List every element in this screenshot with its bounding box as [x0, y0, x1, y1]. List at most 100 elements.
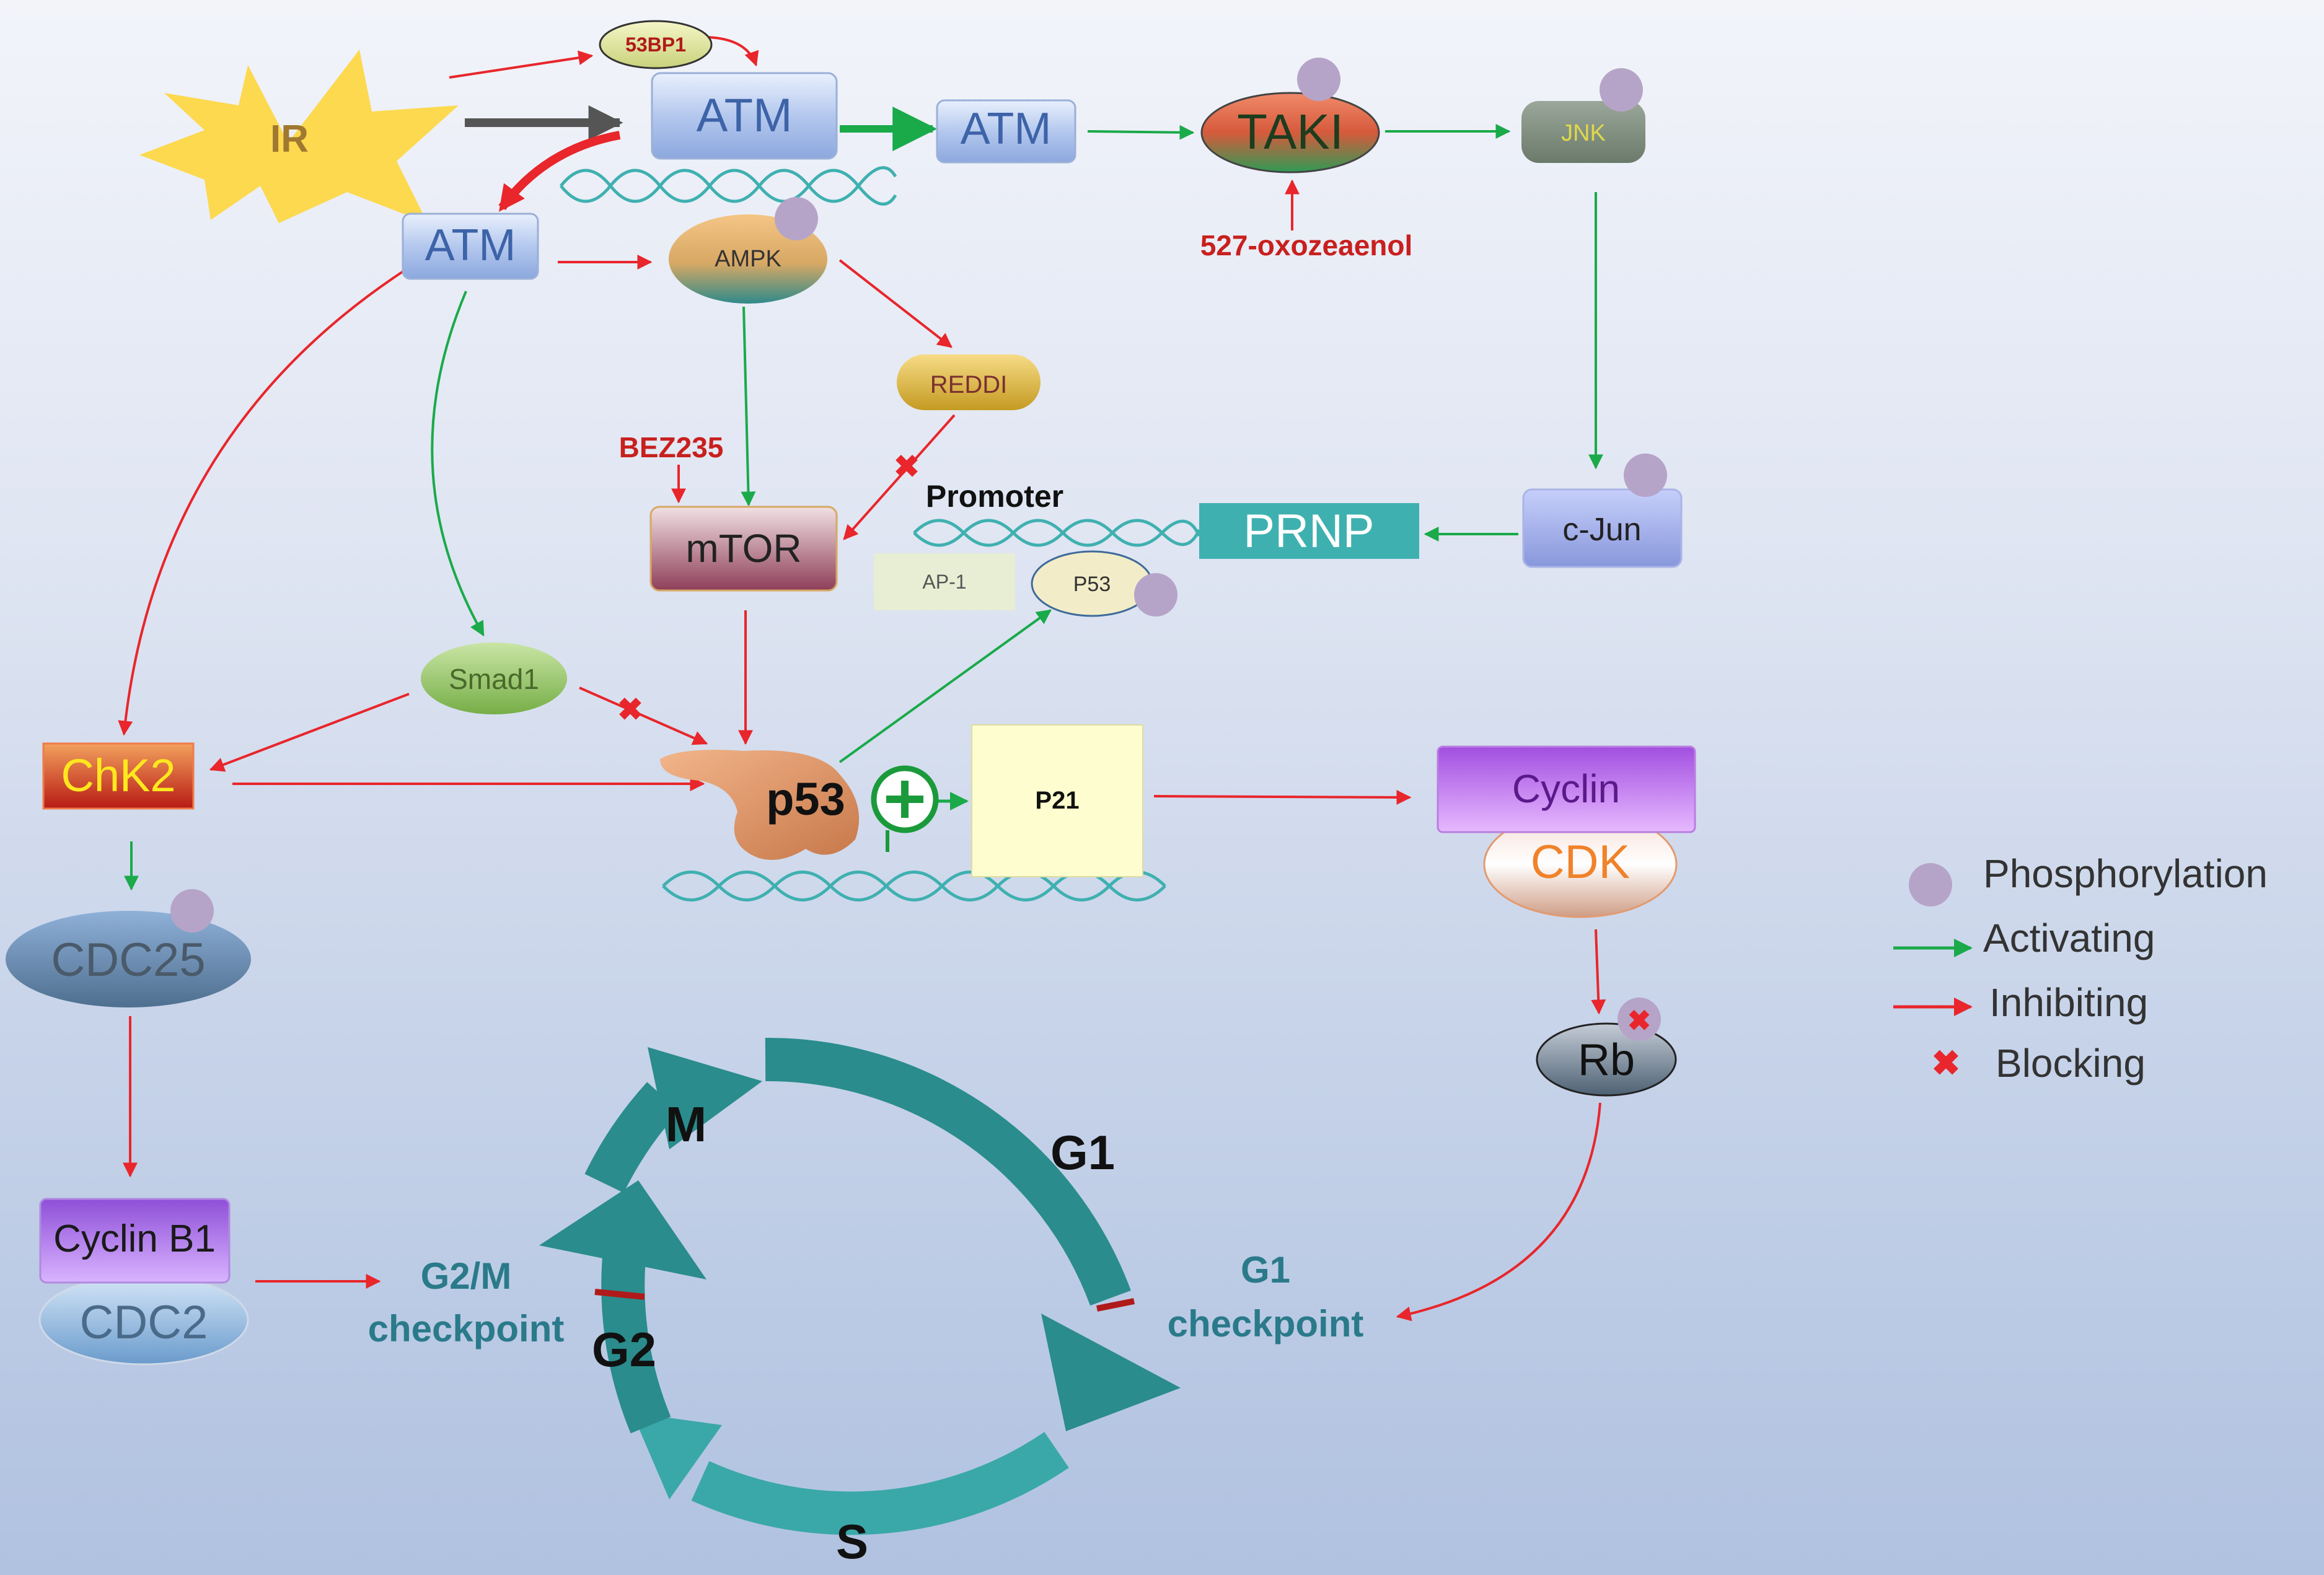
- promoter-label: Promoter: [926, 479, 1063, 514]
- arrow-atm-smad1: [431, 291, 485, 637]
- g2m-checkpoint-line2: checkpoint: [368, 1308, 565, 1349]
- dna-helix-promoter: [913, 519, 1201, 547]
- prnp-node: PRNP: [1199, 503, 1419, 559]
- smad1-label: Smad1: [449, 663, 539, 695]
- phospho-icon: [1134, 573, 1177, 616]
- phospho-icon: [1297, 58, 1340, 101]
- plus-icon: [871, 765, 939, 852]
- cdc25-label: CDC25: [51, 934, 205, 986]
- cyclin-cdk-node: Cyclin CDK: [1437, 745, 1696, 918]
- atm-left-label: ATM: [425, 221, 516, 270]
- cycle-arrowhead-m: [648, 1047, 762, 1149]
- cjun-node: c-Jun: [1522, 454, 1683, 568]
- cycle-arc-g1: [765, 1037, 1131, 1306]
- cjun-label: c-Jun: [1562, 512, 1641, 548]
- p21-label: P21: [1035, 787, 1079, 814]
- g1-checkpoint-bar: [1096, 1298, 1135, 1312]
- ap1-label: AP-1: [922, 571, 966, 593]
- cycle-arc-g2: [601, 1236, 671, 1434]
- chk2-label: ChK2: [61, 750, 175, 801]
- arrow-ampk-mtor: [741, 306, 756, 507]
- ampk-label: AMPK: [715, 246, 781, 272]
- atm-top-node: ATM: [651, 72, 838, 160]
- atm-right-node: ATM: [936, 99, 1076, 164]
- cycle-arc-m: [584, 1082, 680, 1193]
- g1-checkpoint-line1: G1: [1241, 1249, 1290, 1291]
- blocking-icon: ✖: [894, 449, 920, 484]
- cycle-arrowhead-s: [632, 1413, 722, 1499]
- cell-cycle: M G1 S G2: [539, 1037, 1181, 1569]
- arrow-smad1-chk2: [209, 693, 410, 772]
- arrow-reddi-mtor: [843, 414, 956, 540]
- taki-node: TAKI: [1200, 58, 1380, 173]
- taki-label: TAKI: [1237, 104, 1344, 159]
- atm-left-node: ATM: [402, 213, 539, 280]
- arrow-p53-p53small: [838, 609, 1052, 763]
- jnk-label: JNK: [1561, 120, 1606, 146]
- g1-checkpoint-line2: checkpoint: [1168, 1303, 1364, 1345]
- p21-node: P21: [971, 724, 1143, 877]
- arrow-cdk-rb: [1591, 929, 1606, 1015]
- atm-right-label: ATM: [961, 104, 1052, 154]
- blocking-icon: ✖: [1627, 1004, 1652, 1037]
- legend-activating: Activating: [1983, 916, 2155, 960]
- p53-small-label: P53: [1073, 573, 1111, 596]
- reddi-label: REDDI: [930, 371, 1007, 398]
- rb-node: ✖ Rb: [1536, 998, 1677, 1097]
- cycle-label-m: M: [666, 1097, 707, 1152]
- legend-blocking-icon: ✖: [1932, 1043, 1961, 1082]
- smad1-node: Smad1: [421, 643, 567, 714]
- arrow-ir-53bp1: [449, 50, 594, 79]
- atm-top-label: ATM: [697, 89, 793, 142]
- mtor-label: mTOR: [685, 526, 801, 571]
- cycle-arrowhead-g1: [1041, 1314, 1181, 1431]
- cdk-label: CDK: [1531, 836, 1630, 888]
- chk2-node: ChK2: [42, 742, 195, 810]
- arrow-p21-cyclin: [1153, 789, 1412, 805]
- arrow-rb-g1checkpoint: [1396, 1102, 1601, 1322]
- jnk-node: JNK: [1521, 68, 1645, 163]
- arrow-smad1-p53: [579, 687, 708, 745]
- phospho-icon: [1624, 454, 1667, 497]
- cycle-label-s: S: [836, 1514, 868, 1569]
- ap1-node: AP-1: [874, 553, 1015, 610]
- phospho-icon: [1600, 68, 1643, 112]
- phospho-icon: [170, 889, 214, 932]
- ir-label: IR: [270, 118, 309, 160]
- cycle-label-g1: G1: [1050, 1125, 1115, 1180]
- 53bp1-node: 53BP1: [599, 20, 713, 69]
- arrow-atm-atm-left: [498, 131, 621, 212]
- p53-small-node: P53: [1031, 550, 1177, 617]
- 53bp1-label: 53BP1: [625, 33, 686, 56]
- cdc2-label: CDC2: [80, 1296, 208, 1349]
- rb-label: Rb: [1578, 1035, 1635, 1085]
- arrows: [118, 36, 1606, 1322]
- cyclinb1-cdc2-node: Cyclin B1 CDC2: [38, 1198, 249, 1366]
- legend: Phosphorylation Activating Inhibiting ✖ …: [1893, 851, 2268, 1086]
- dna-helix-top: [560, 166, 897, 206]
- cycle-arrowhead-g2: [539, 1180, 706, 1279]
- blocking-icon: ✖: [617, 692, 643, 727]
- cycle-label-g2: G2: [592, 1322, 656, 1377]
- cycle-arc-s: [691, 1432, 1069, 1535]
- arrow-53bp1-atm: [706, 36, 759, 67]
- legend-phosphorylation: Phosphorylation: [1983, 851, 2268, 896]
- g2m-checkpoint-bar: [594, 1289, 645, 1300]
- ir-starburst-icon: [139, 50, 459, 223]
- phospho-icon: [775, 197, 818, 240]
- prnp-label: PRNP: [1243, 505, 1374, 558]
- bez235-label: BEZ235: [619, 431, 724, 463]
- cyclin-label: Cyclin: [1512, 766, 1620, 811]
- arrow-ampk-reddi: [838, 259, 953, 348]
- g2m-checkpoint-line1: G2/M: [421, 1255, 512, 1297]
- legend-inhibiting: Inhibiting: [1989, 980, 2148, 1025]
- ir-node: IR: [139, 50, 459, 223]
- cyclinb1-label: Cyclin B1: [53, 1217, 216, 1260]
- cdc25-node: CDC25: [6, 889, 251, 1007]
- arrow-atm-chk2: [118, 268, 407, 736]
- ampk-node: AMPK: [669, 197, 827, 304]
- phospho-icon: [1618, 998, 1661, 1041]
- legend-phospho-icon: [1909, 863, 1952, 906]
